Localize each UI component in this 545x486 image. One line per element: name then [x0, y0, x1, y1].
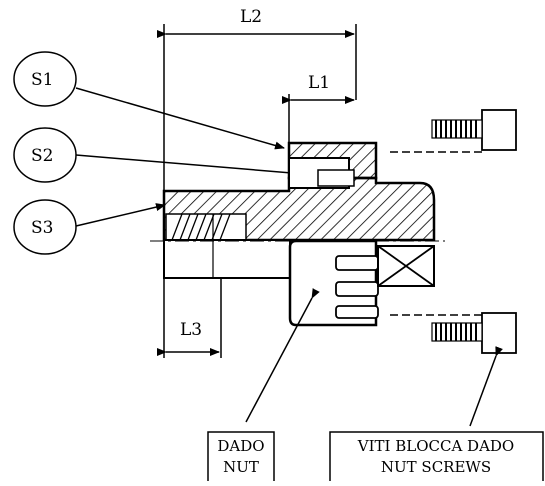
l2-label: L2 — [240, 7, 262, 27]
tool-body — [150, 141, 445, 279]
l3-label: L3 — [180, 320, 202, 340]
screws-label-box: VITI BLOCCA DADO NUT SCREWS — [329, 431, 544, 481]
screw-bottom — [390, 312, 517, 354]
s1-label: S1 — [31, 70, 53, 90]
s3-label: S3 — [31, 218, 53, 238]
screws-label-it: VITI BLOCCA DADO — [357, 437, 514, 455]
callout-s3: S3 — [13, 199, 166, 255]
callout-s1: S1 — [13, 51, 285, 150]
l1-label: L1 — [308, 73, 330, 93]
s2-label: S2 — [31, 146, 53, 166]
screws-leader — [469, 346, 503, 427]
nut-leader — [245, 288, 320, 423]
nut — [288, 239, 435, 327]
s1-leader — [75, 87, 285, 150]
nut-label-box: DADO NUT — [207, 431, 275, 481]
dimension-l1: L1 — [282, 73, 355, 142]
screw-top — [390, 109, 517, 153]
s3-leader — [75, 203, 166, 227]
screws-label-en: NUT SCREWS — [381, 458, 491, 476]
nut-label-en: NUT — [223, 458, 259, 476]
nut-label-it: DADO — [217, 437, 264, 455]
